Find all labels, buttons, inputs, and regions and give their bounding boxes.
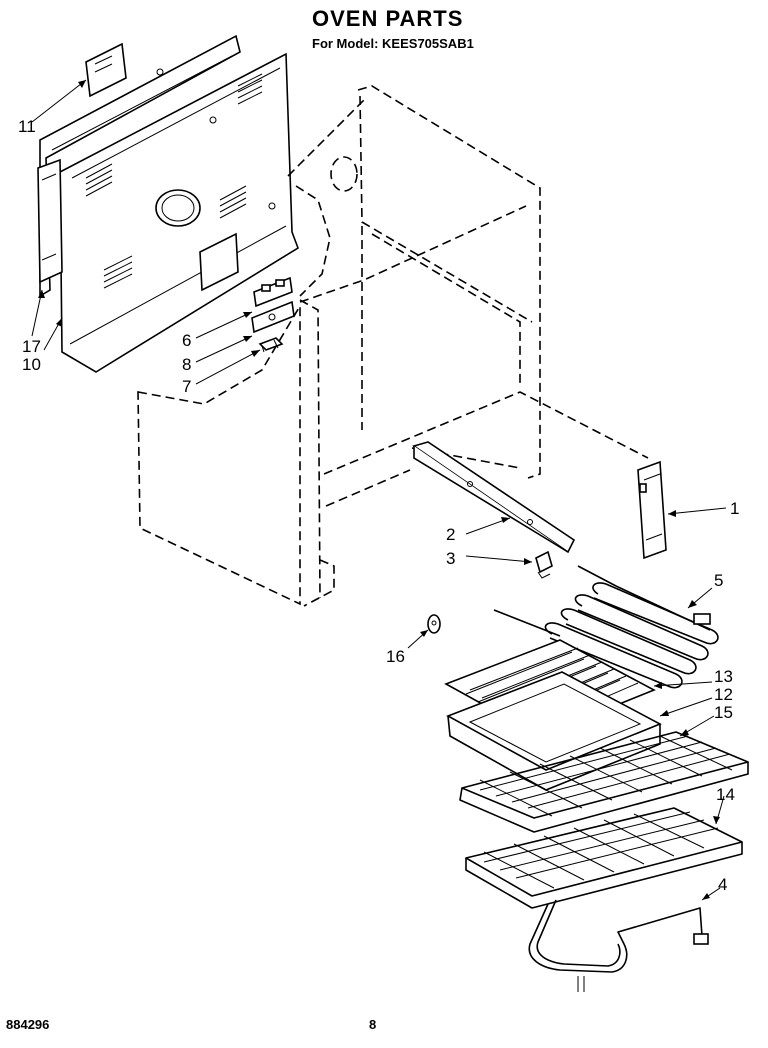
callout-10: 10 (22, 355, 41, 374)
part-1-side-trim (637, 460, 667, 560)
callout-2: 2 (446, 525, 455, 544)
part-5-broil-element (493, 565, 719, 689)
callout-1: 1 (730, 499, 739, 518)
page-title: OVEN PARTS (312, 6, 464, 31)
rear-panel-assembly (37, 34, 299, 373)
part-16-plug (427, 614, 441, 634)
part-7-clip (258, 337, 284, 353)
part-3-clip (535, 550, 553, 579)
part-14-oven-rack (465, 807, 743, 909)
part-15-oven-rack (459, 731, 749, 833)
page-number: 8 (369, 1017, 377, 1032)
callout-7: 7 (182, 377, 191, 396)
callout-6: 6 (182, 331, 191, 350)
callout-labels: 11 17 10 6 8 7 2 3 1 5 16 13 12 15 14 4 (18, 117, 739, 894)
callout-17: 17 (22, 337, 41, 356)
callout-14: 14 (716, 785, 735, 804)
part-12-broil-pan (446, 671, 662, 791)
callout-15: 15 (714, 703, 733, 722)
oven-cabinet-outline (137, 85, 649, 607)
callout-5: 5 (714, 571, 723, 590)
document-code: 884296 (6, 1017, 50, 1032)
callout-16: 16 (386, 647, 405, 666)
part-11-bracket (85, 42, 127, 98)
model-subtitle: For Model: KEES705SAB1 (312, 36, 474, 51)
part-2-rail (412, 441, 576, 554)
callout-13: 13 (714, 667, 733, 686)
callout-11: 11 (18, 117, 36, 136)
callout-12: 12 (714, 685, 733, 704)
callout-3: 3 (446, 549, 455, 568)
part-4-bake-element (528, 899, 709, 992)
leader-lines (31, 79, 727, 901)
callout-8: 8 (182, 355, 191, 374)
callout-4: 4 (718, 875, 727, 894)
part-6-terminal-block (253, 276, 293, 308)
